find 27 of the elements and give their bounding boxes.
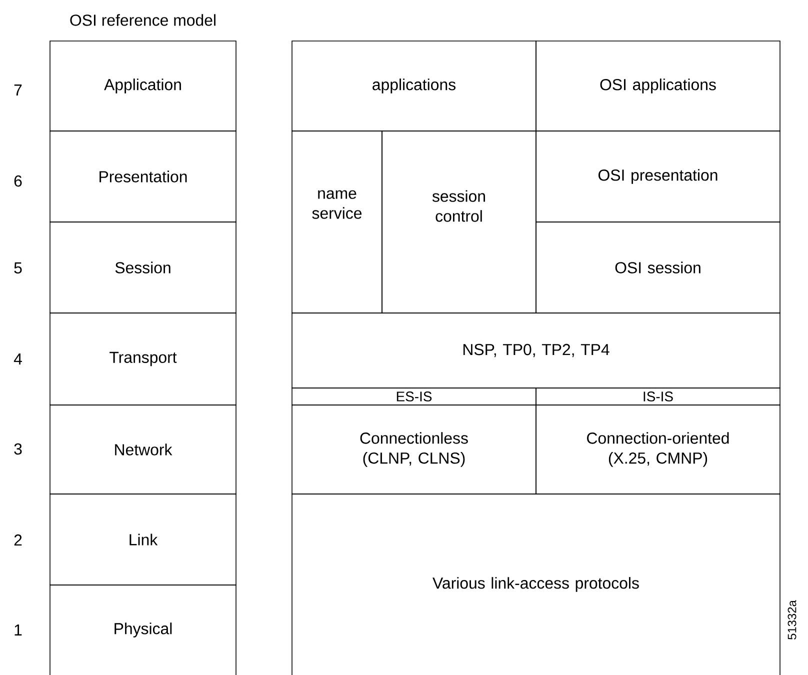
layer-box: name service	[292, 130, 382, 314]
layer-box: Connectionless (CLNP, CLNS)	[292, 404, 536, 494]
layer-box: OSI presentation	[536, 130, 780, 222]
layer-box: OSI session	[536, 222, 780, 314]
layer-box: applications	[292, 40, 536, 132]
layer-number: 4	[14, 354, 22, 364]
layer-box: session control	[382, 130, 536, 314]
layer-number: 3	[14, 443, 22, 455]
layer-box: Session	[50, 222, 236, 314]
layer-number: 5	[14, 262, 22, 274]
layer-box: Connection-oriented (X.25, CMNP)	[536, 404, 780, 494]
layer-box: Application	[50, 40, 236, 132]
layer-box: OSI applications	[536, 40, 780, 132]
layer-number: 2	[14, 534, 22, 546]
layer-box: Presentation	[50, 130, 236, 222]
layer-box: Network	[50, 404, 236, 494]
layer-box: ES-IS	[292, 388, 536, 406]
layer-box: Physical	[50, 584, 236, 675]
layer-box: IS-IS	[536, 388, 780, 406]
layer-box: NSP, TP0, TP2, TP4	[292, 312, 780, 388]
layer-number: 6	[14, 175, 22, 187]
layer-number: 7	[14, 84, 22, 96]
column-heading: OSI reference model	[70, 14, 216, 26]
layer-box: Link	[50, 494, 236, 586]
layer-number: 1	[14, 624, 22, 636]
layer-box: Various link-access protocols	[292, 494, 780, 675]
layer-box: Transport	[50, 312, 236, 406]
